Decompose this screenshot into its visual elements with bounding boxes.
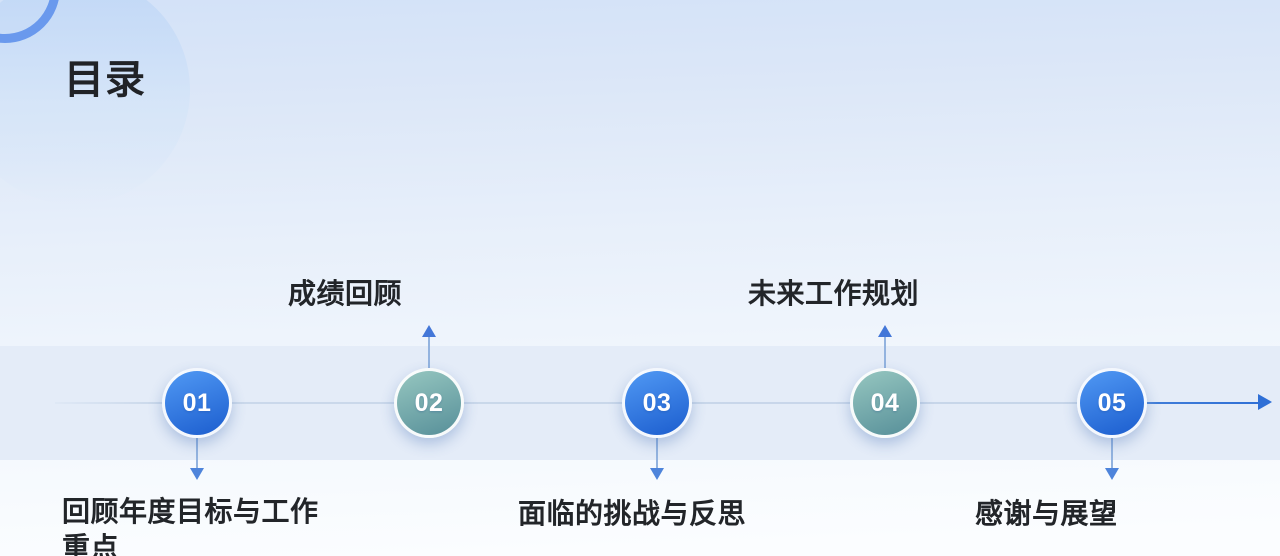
timeline-label-03: 面临的挑战与反思 [518,498,747,529]
timeline-label-04: 未来工作规划 [748,278,920,309]
up-arrow-icon [422,325,436,337]
connector-line-03 [656,438,658,468]
timeline-node-05: 05 [1077,368,1147,438]
connector-line-02 [428,337,430,369]
connector-line-04 [884,337,886,369]
connector-line-05 [1111,438,1113,468]
right-arrow-icon [1258,394,1272,410]
node-number-01: 01 [182,388,212,417]
page-title: 目录 [64,57,146,102]
node-number-05: 05 [1097,388,1127,417]
node-number-04: 04 [870,388,900,417]
node-number-03: 03 [642,388,672,417]
connector-line-01 [196,438,198,468]
timeline-label-02: 成绩回顾 [288,278,403,309]
timeline-node-03: 03 [622,368,692,438]
down-arrow-icon [190,468,204,480]
timeline-label-05: 感谢与展望 [975,498,1118,529]
timeline-label-01: 回顾年度目标与工作重点 [62,496,319,556]
node-number-02: 02 [414,388,444,417]
timeline-node-02: 02 [394,368,464,438]
timeline-node-04: 04 [850,368,920,438]
up-arrow-icon [878,325,892,337]
down-arrow-icon [650,468,664,480]
timeline-node-01: 01 [162,368,232,438]
down-arrow-icon [1105,468,1119,480]
